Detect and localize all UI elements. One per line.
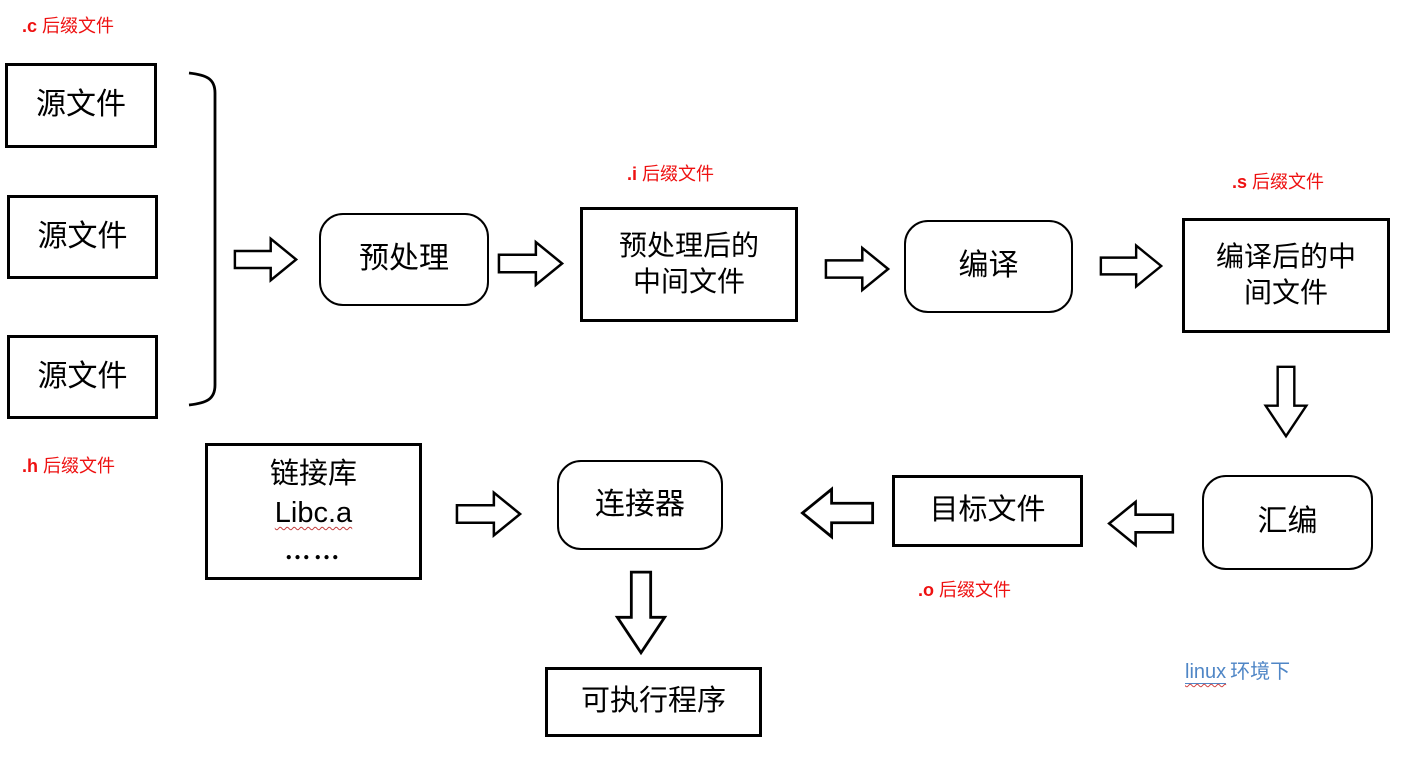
node-object-file: 目标文件 xyxy=(892,475,1083,547)
node-library: 链接库 Libc.a …… xyxy=(205,443,422,580)
node-compile-label: 编译 xyxy=(958,249,1019,283)
node-linker-label: 连接器 xyxy=(595,487,685,521)
node-compiled-file: 编译后的中 间文件 xyxy=(1182,218,1390,333)
node-preprocessed-file-line-1: 预处理后的 xyxy=(618,230,759,262)
node-library-line-2: Libc.a xyxy=(274,496,353,529)
node-preprocessed-file: 预处理后的 中间文件 xyxy=(580,207,798,322)
node-executable: 可执行程序 xyxy=(545,667,762,737)
arrow-preprocess-to-ifile-icon xyxy=(497,240,564,287)
annotation-h-label: 后缀文件 xyxy=(43,456,115,476)
node-source-file-2-label: 源文件 xyxy=(37,219,128,253)
node-source-file-1: 源文件 xyxy=(5,63,157,148)
annotation-i-label: 后缀文件 xyxy=(642,164,715,184)
arrow-ifile-to-compile-icon xyxy=(824,246,890,292)
node-compiled-file-line-1: 编译后的中 xyxy=(1215,241,1356,273)
node-linker: 连接器 xyxy=(557,460,723,550)
annotation-c-label: 后缀文件 xyxy=(42,16,115,36)
node-assemble: 汇编 xyxy=(1202,475,1373,570)
arrow-linker-to-executable-icon xyxy=(615,570,667,655)
node-preprocessed-file-line-2: 中间文件 xyxy=(632,266,745,298)
annotation-s-label: 后缀文件 xyxy=(1252,172,1325,192)
annotation-o-label: 后缀文件 xyxy=(939,580,1011,600)
node-library-line-1: 链接库 xyxy=(269,457,357,490)
arrow-sfile-to-assemble-icon xyxy=(1264,365,1308,438)
annotation-i-prefix: .i xyxy=(627,164,638,184)
environment-note-en: linux xyxy=(1185,661,1227,684)
node-compile: 编译 xyxy=(904,220,1073,313)
arrow-assemble-to-object-icon xyxy=(1107,500,1175,547)
node-preprocess-label: 预处理 xyxy=(359,242,449,276)
annotation-h-prefix: .h xyxy=(22,456,38,476)
arrow-sources-to-preprocess-icon xyxy=(233,237,298,282)
node-assemble-label: 汇编 xyxy=(1257,505,1318,539)
node-preprocess: 预处理 xyxy=(319,213,489,306)
arrow-compile-to-sfile-icon xyxy=(1099,244,1163,288)
arrow-library-to-linker-icon xyxy=(455,491,522,537)
environment-note-zh: 环境下 xyxy=(1230,661,1291,683)
group-bracket-icon xyxy=(188,71,217,407)
node-source-file-3-label: 源文件 xyxy=(37,359,128,393)
node-executable-label: 可执行程序 xyxy=(580,685,726,718)
node-source-file-1-label: 源文件 xyxy=(36,88,126,122)
node-object-file-label: 目标文件 xyxy=(929,494,1046,527)
annotation-s-prefix: .s xyxy=(1232,172,1248,192)
arrow-object-to-linker-icon xyxy=(801,487,875,539)
node-library-line-3: …… xyxy=(284,535,343,565)
node-source-file-2: 源文件 xyxy=(7,195,158,279)
annotation-c-prefix: .c xyxy=(22,16,38,36)
node-source-file-3: 源文件 xyxy=(7,335,158,419)
annotation-o-prefix: .o xyxy=(918,580,934,600)
node-compiled-file-line-2: 间文件 xyxy=(1243,277,1328,309)
